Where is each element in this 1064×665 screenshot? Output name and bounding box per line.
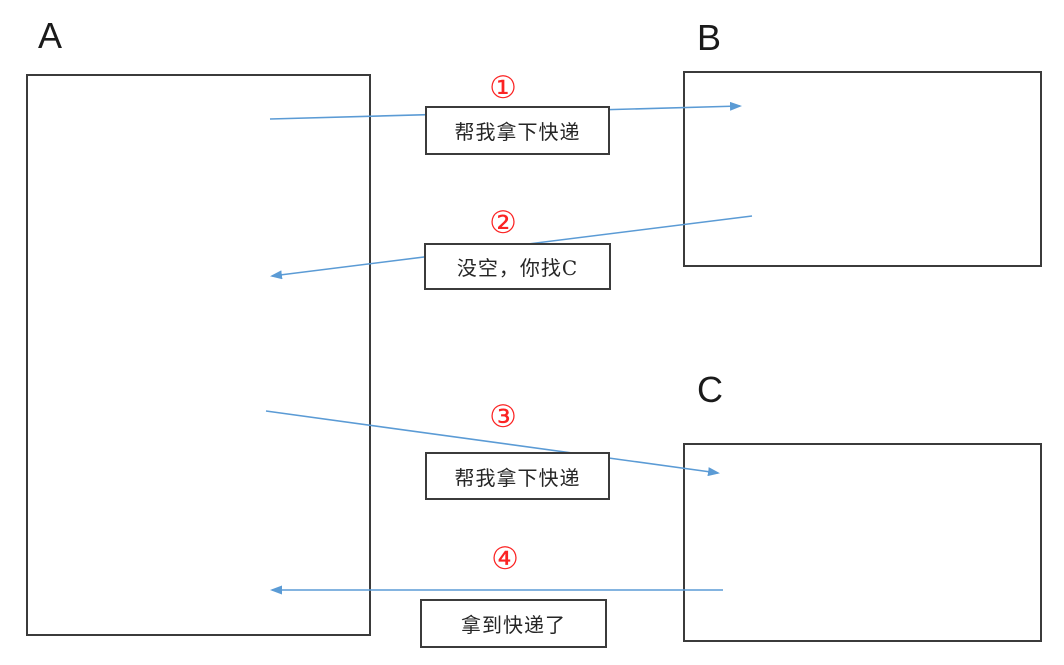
node-box-c [683, 443, 1042, 642]
message-box-1: 帮我拿下快递 [425, 106, 610, 155]
node-label-a: A [38, 15, 63, 56]
node-label-b: B [697, 17, 722, 58]
step-number-2: ② [489, 205, 517, 241]
message-box-4: 拿到快递了 [420, 599, 607, 648]
step-number-3: ③ [489, 399, 517, 435]
message-box-2: 没空，你找C [424, 243, 611, 290]
node-box-a [26, 74, 371, 636]
node-box-b [683, 71, 1042, 267]
step-number-1: ① [489, 70, 517, 106]
message-box-3: 帮我拿下快递 [425, 452, 610, 500]
step-number-4: ④ [491, 541, 519, 577]
arrow-3-a-to-c [265, 410, 720, 477]
node-label-c: C [697, 369, 723, 410]
